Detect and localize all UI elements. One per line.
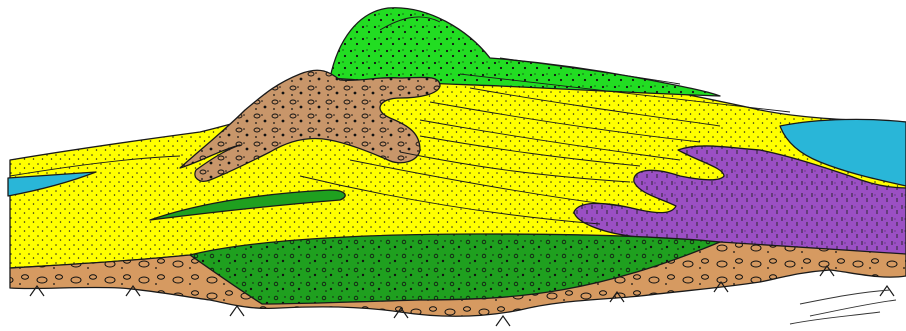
cross-section-diagram [0, 0, 906, 331]
